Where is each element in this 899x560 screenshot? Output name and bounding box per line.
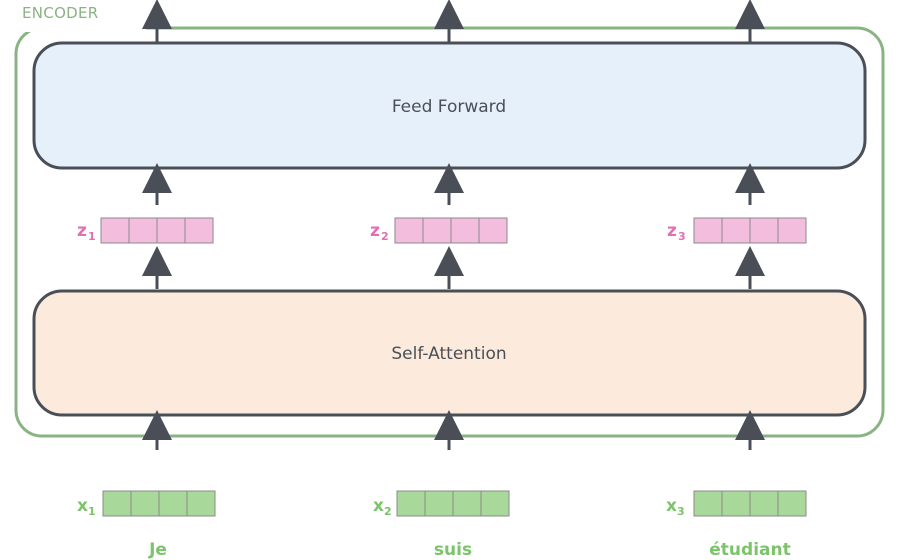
z-sub-3: 3 [678, 230, 686, 243]
x-sub-1: 1 [88, 505, 96, 518]
z-symbol-1: z [77, 221, 87, 241]
z-symbol-2: z [370, 221, 380, 241]
x-symbol-3: x [666, 496, 677, 516]
encoder-label: ENCODER [22, 4, 99, 22]
input-word-1: Je [148, 540, 167, 560]
x-symbol-2: x [373, 496, 384, 516]
z-vector-1: z 1 [77, 217, 214, 244]
z-sub-2: 2 [381, 230, 389, 243]
z-vector-2: z 2 [370, 217, 508, 244]
z-sub-1: 1 [88, 230, 96, 243]
x-to-sa-arrows [142, 410, 765, 450]
x-vector-2: x 2 [373, 490, 510, 518]
z-symbol-3: z [667, 221, 677, 241]
sa-to-z-arrows [142, 246, 765, 289]
x-vector-3: x 3 [666, 490, 807, 518]
input-word-3: étudiant [709, 540, 790, 560]
x-vector-1: x 1 [77, 490, 216, 518]
feed-forward-label: Feed Forward [392, 97, 506, 117]
x-sub-2: 2 [384, 505, 392, 518]
x-symbol-1: x [77, 496, 88, 516]
x-sub-3: 3 [677, 505, 685, 518]
input-word-2: suis [434, 540, 472, 560]
z-to-ff-arrows [142, 163, 765, 205]
self-attention-label: Self-Attention [391, 344, 506, 364]
z-vector-3: z 3 [667, 217, 807, 244]
top-arrows [142, 0, 765, 42]
